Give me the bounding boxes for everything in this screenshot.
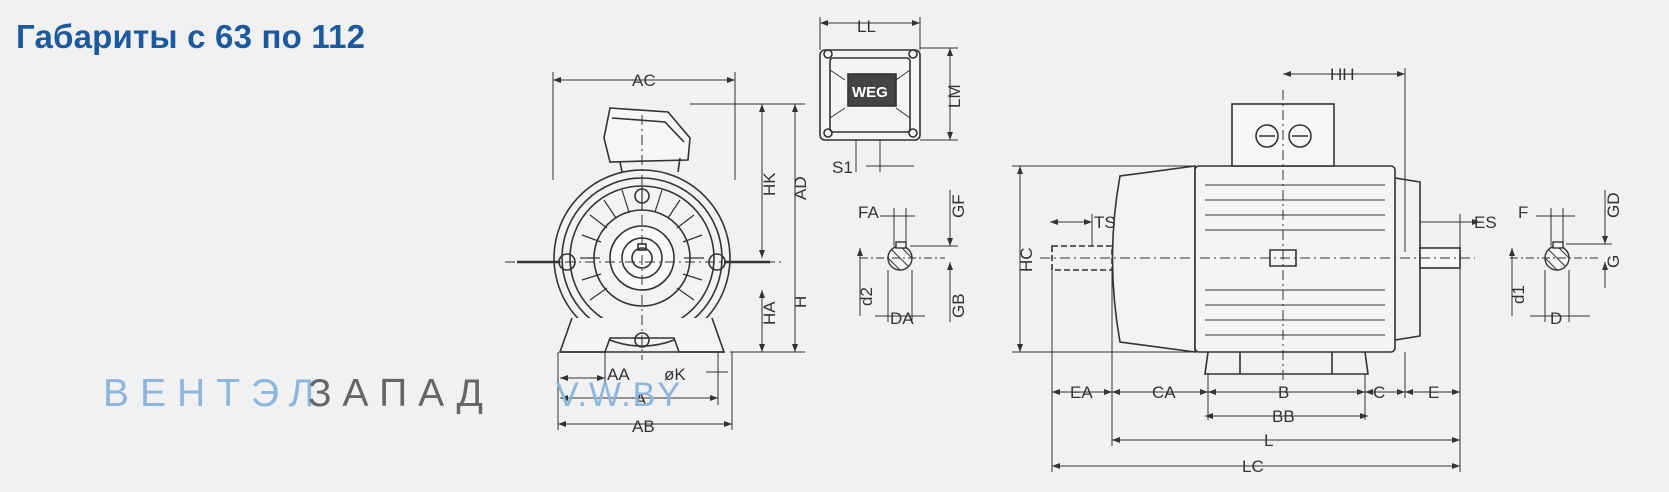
dim-label-ab: AB [632, 417, 655, 436]
watermark-domain: V.W.BY [556, 376, 683, 414]
dim-label-ea: EA [1070, 383, 1093, 402]
dim-label-e: E [1428, 383, 1439, 402]
watermark-part2: ЗАПАД [308, 372, 494, 415]
dim-label-ll: LL [857, 17, 876, 36]
dim-label-fa: FA [858, 203, 879, 222]
side-dimensions [1012, 68, 1480, 472]
rear-shaft-dimensions [857, 190, 958, 322]
dim-label-ha: HA [760, 301, 779, 325]
weg-logo: WEG [852, 84, 888, 101]
dim-label-ts: TS [1094, 213, 1116, 232]
dim-label-h: H [791, 296, 810, 308]
dim-label-d2: d2 [857, 287, 876, 306]
dim-label-ac: AC [632, 71, 656, 90]
dim-label-b: B [1278, 383, 1289, 402]
dim-label-bb: BB [1272, 407, 1295, 426]
dim-label-s1: S1 [832, 158, 853, 177]
dim-label-hk: HK [760, 172, 779, 196]
dim-label-ca: CA [1152, 383, 1176, 402]
terminal-box-dimensions [819, 17, 958, 172]
side-view [1040, 90, 1475, 380]
dim-label-aa: AA [607, 365, 630, 384]
dim-label-hh: HH [1330, 65, 1355, 84]
dim-label-gf: GF [949, 194, 968, 218]
dim-label-f: F [1518, 203, 1528, 222]
dim-label-es: ES [1474, 213, 1497, 232]
dim-label-gd: GD [1604, 193, 1623, 219]
dim-label-lc: LC [1242, 457, 1264, 476]
front-shaft-dimensions [1509, 190, 1612, 322]
front-view [505, 107, 785, 360]
dim-label-c: C [1373, 383, 1385, 402]
watermark-part1: ВЕНТЭЛ [103, 372, 326, 415]
dim-label-hc: HC [1017, 247, 1036, 272]
dim-label-gb: GB [949, 293, 968, 318]
terminal-box-view [819, 49, 921, 141]
front-dimensions [552, 72, 805, 430]
dim-label-d1: d1 [1509, 285, 1528, 304]
dim-label-k: øK [664, 365, 686, 384]
dim-label-a: A [635, 390, 647, 409]
dim-label-g: G [1604, 255, 1623, 268]
dim-label-lm: LM [945, 84, 964, 108]
front-shaft-section [1510, 241, 1600, 271]
dim-label-l: L [1264, 431, 1273, 450]
dim-label-ad: AD [791, 176, 810, 200]
dim-label-da: DA [890, 309, 914, 328]
page-title: Габариты с 63 по 112 [16, 18, 366, 55]
dim-label-d: D [1550, 309, 1562, 328]
